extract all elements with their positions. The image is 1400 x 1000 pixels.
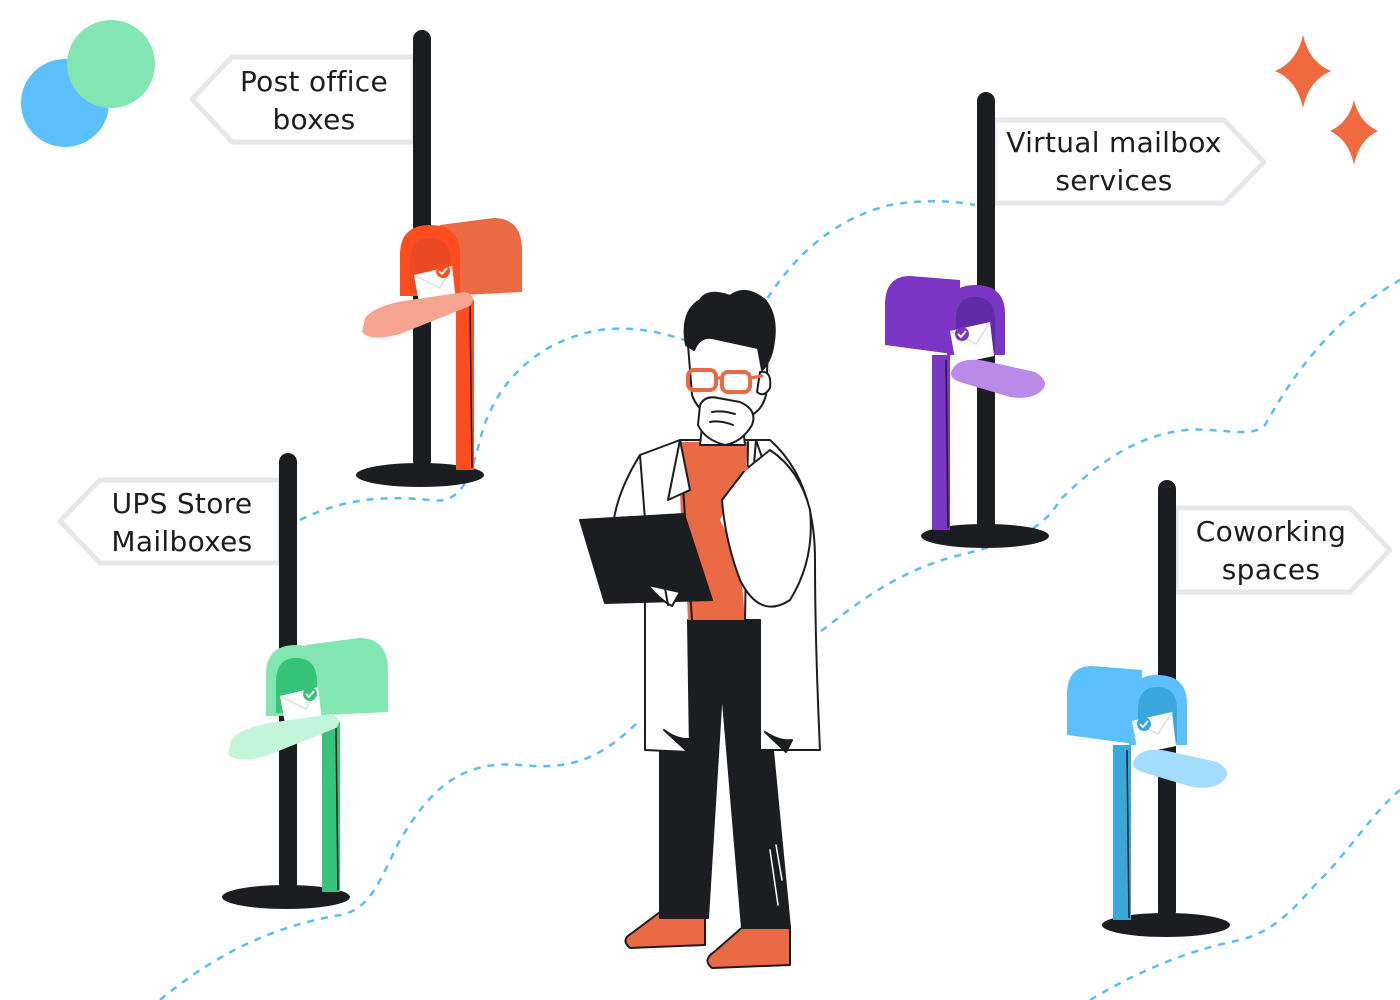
circles-logo-icon [21,20,155,147]
sign-label-post-office: Post office boxes [222,63,406,139]
sign-label-virtual-mailbox: Virtual mailbox services [998,124,1230,200]
sign-line: Coworking [1195,515,1347,548]
sign-label-ups-store: UPS Store Mailboxes [90,485,274,561]
sign-line: Mailboxes [111,525,253,558]
sparkle-icon [1275,35,1378,165]
mailbox-orange [356,218,522,487]
sign-line: Post office [239,65,389,98]
mailbox-green [222,638,388,909]
mailbox-purple [885,276,1049,548]
sign-line: UPS Store [111,487,253,520]
envelope-check-icon [949,321,994,364]
sign-label-coworking: Coworking spaces [1180,513,1362,589]
dashed-paths [159,200,1400,1000]
sign-line: boxes [272,103,356,136]
sign-line: services [1055,164,1173,197]
mailbox-blue [1067,666,1230,937]
sign-line: Virtual mailbox [1006,126,1222,159]
sign-ups-store [57,453,297,893]
sign-line: spaces [1221,553,1321,586]
envelope-check-icon [1131,711,1176,754]
envelope-check-icon [413,264,456,308]
person-thinking [579,289,821,969]
sign-virtual-mailbox [977,92,1267,532]
